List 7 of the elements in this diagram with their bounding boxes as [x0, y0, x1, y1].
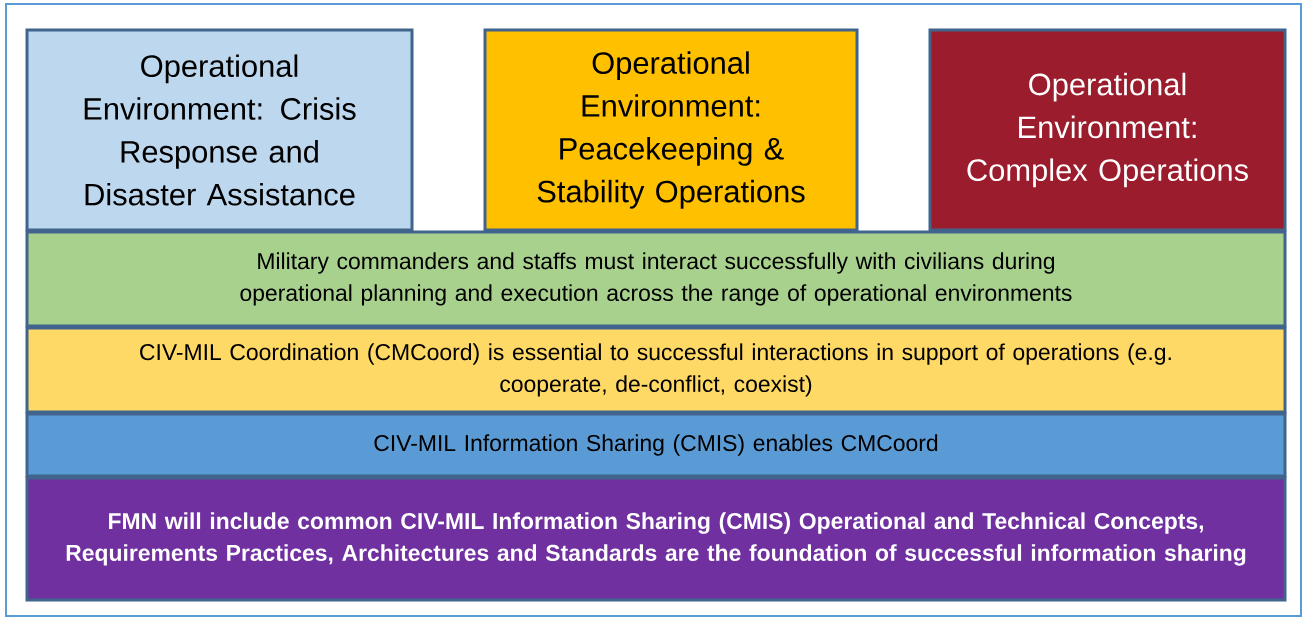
- layer-band: Military commanders and staffs must interact successfully with civilians during operational planning and execution across the range of operational environments: [25, 230, 1287, 328]
- layer-band: FMN will include common CIV-MIL Information Sharing (CMIS) Operational and Technical Concepts, Requirements Practices, Architectures and Standards are the foundation of successful information sharing: [25, 476, 1287, 602]
- environment-box: Operational Environment: Crisis Response and Disaster Assistance: [25, 28, 414, 232]
- layer-band: CIV-MIL Information Sharing (CMIS) enables CMCoord: [25, 412, 1287, 478]
- layer-band: CIV-MIL Coordination (CMCoord) is essential to successful interactions in support of operations (e.g. cooperate, de-conflict, coexist): [25, 326, 1287, 414]
- environment-box: Operational Environment: Peacekeeping & Stability Operations: [483, 28, 859, 232]
- environment-box: Operational Environment: Complex Operations: [928, 28, 1287, 232]
